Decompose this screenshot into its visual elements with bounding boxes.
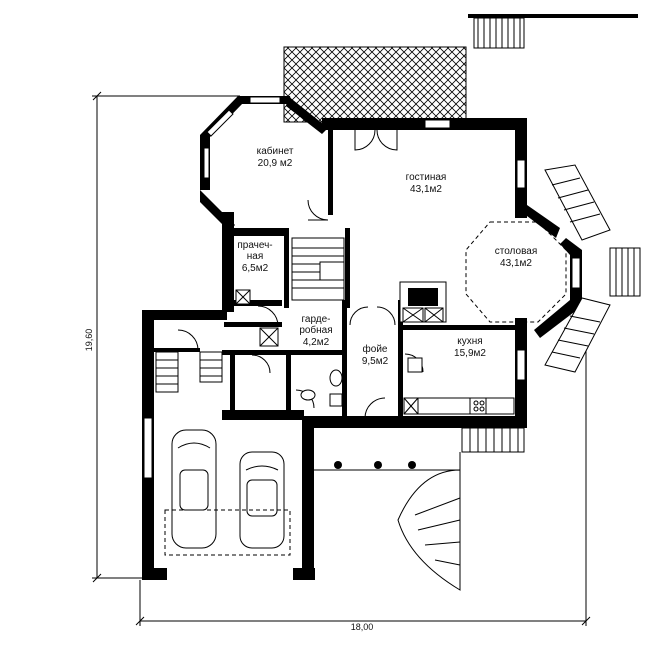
dining-name: столовая [495, 246, 538, 257]
cabinet-area: 20,9 м2 [258, 158, 293, 169]
car-right [239, 451, 285, 549]
height-dimension: 19,60 [84, 329, 94, 352]
kitchen-name: кухня [457, 336, 482, 347]
fireplace [399, 281, 447, 323]
cabinet-name: кабинет [257, 145, 294, 157]
room-label-living: гостиная 43,1м2 [406, 172, 447, 195]
dining-table-outline [465, 221, 567, 323]
living-name: гостиная [406, 172, 447, 183]
room-label-dining: столовая 43,1м2 [495, 246, 538, 269]
garage-floor-mark [164, 509, 291, 556]
room-label-cabinet: кабинет 20,9 м2 [257, 145, 294, 169]
dining-area: 43,1м2 [500, 258, 532, 269]
wardrobe-line1: гарде- [301, 314, 330, 325]
paved-terrace [283, 46, 467, 123]
dimension-lines [92, 91, 591, 626]
garage-stairs [155, 351, 223, 393]
room-label-kitchen: кухня 15,9м2 [454, 336, 486, 359]
laundry-line1: прачеч- [237, 240, 272, 251]
right-stairs [544, 164, 641, 373]
bottom-right-stairs [314, 427, 525, 591]
room-label-wardrobe: гарде- робная 4,2м2 [299, 314, 332, 348]
equipment-boxes [235, 289, 515, 415]
foyer-name: фойе [363, 343, 388, 355]
laundry-area: 6,5м2 [242, 263, 269, 274]
foyer-area: 9,5м2 [362, 356, 389, 367]
laundry-line2: ная [247, 251, 264, 262]
room-label-foyer: фойе 9,5м2 [362, 343, 389, 367]
kitchen-area: 15,9м2 [454, 348, 486, 359]
windows [143, 96, 581, 479]
living-area: 43,1м2 [410, 184, 442, 195]
car-left [171, 429, 217, 549]
wardrobe-area: 4,2м2 [303, 337, 330, 348]
interior-staircase [291, 237, 345, 301]
wardrobe-line2: робная [299, 324, 332, 336]
width-dimension: 18,00 [351, 622, 374, 632]
room-label-laundry: прачеч- ная 6,5м2 [237, 240, 272, 274]
exterior-walls [142, 96, 582, 580]
porch-columns [334, 461, 416, 469]
top-stairs [468, 14, 638, 49]
interior-walls [152, 130, 523, 418]
